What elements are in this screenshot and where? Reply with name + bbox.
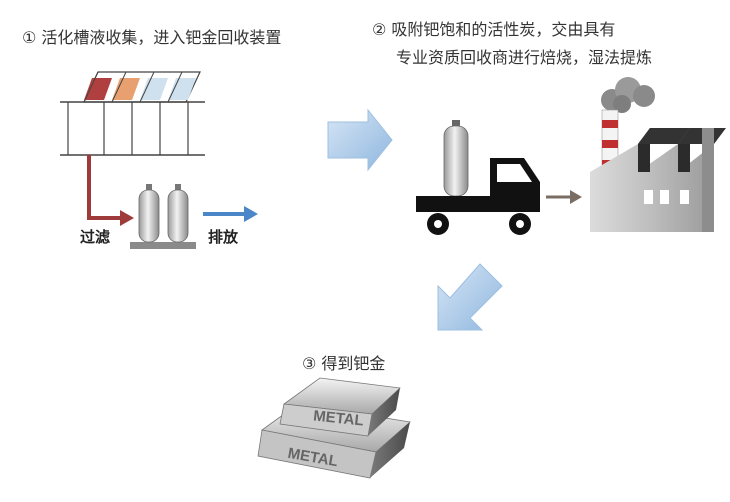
tank-line xyxy=(60,71,205,156)
flow-arrow-right xyxy=(327,108,393,172)
truck-icon xyxy=(416,120,540,235)
filter-label: 过滤 xyxy=(80,228,111,246)
factory-arrow xyxy=(546,190,582,204)
discharge-arrow xyxy=(203,206,258,222)
filter-cylinders xyxy=(130,184,196,249)
step3-label: ③ 得到钯金 xyxy=(302,354,386,373)
tank-lightblue-1 xyxy=(140,78,168,100)
flow-arrow-down xyxy=(437,263,503,331)
step1-label: ① 活化槽液收集，进入钯金回收装置 xyxy=(22,28,282,47)
tank-orange xyxy=(112,78,140,100)
step2-label-line1: ② 吸附钯饱和的活性炭，交由具有 xyxy=(372,20,616,39)
factory-icon xyxy=(590,77,726,232)
tank-lightblue-2 xyxy=(168,78,196,100)
discharge-label: 排放 xyxy=(208,228,239,246)
filter-arrow xyxy=(87,155,134,226)
metal-ingots-icon: METAL METAL xyxy=(257,377,411,479)
step2-label-line2: 专业资质回收商进行焙烧，湿法提炼 xyxy=(396,48,653,67)
ingot-top-label: METAL xyxy=(312,407,364,429)
tank-red xyxy=(84,78,112,100)
